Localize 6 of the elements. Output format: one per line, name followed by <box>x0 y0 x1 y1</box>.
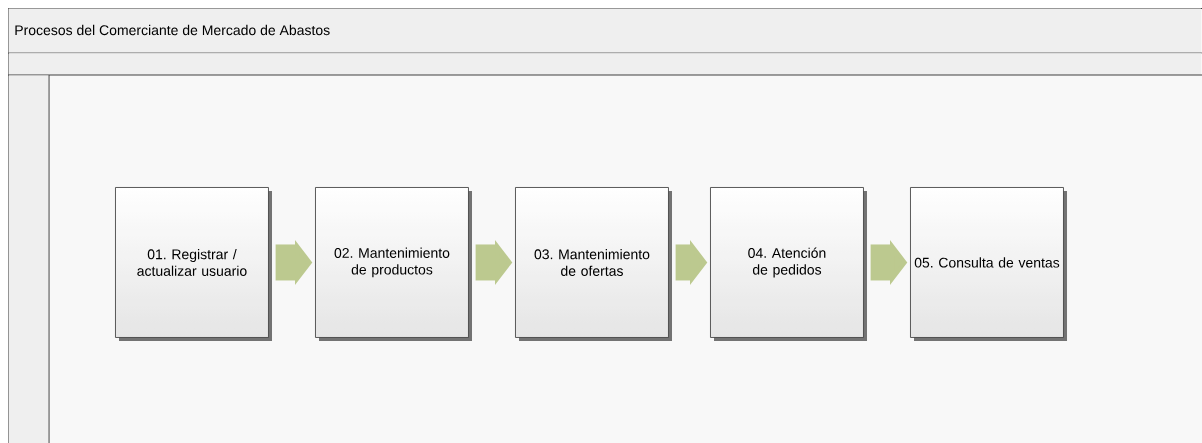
process-box: 02. Mantenimiento de productos <box>315 187 472 341</box>
pool-title: Procesos del Comerciante de Mercado de Abastos <box>15 24 330 36</box>
process-box: 05. Consulta de ventas <box>910 187 1067 341</box>
process-box: 01. Registrar / actualizar usuario <box>115 187 272 341</box>
process-box: 04. Atención de pedidos <box>710 187 867 341</box>
process-box: 03. Mantenimiento de ofertas <box>515 187 672 341</box>
